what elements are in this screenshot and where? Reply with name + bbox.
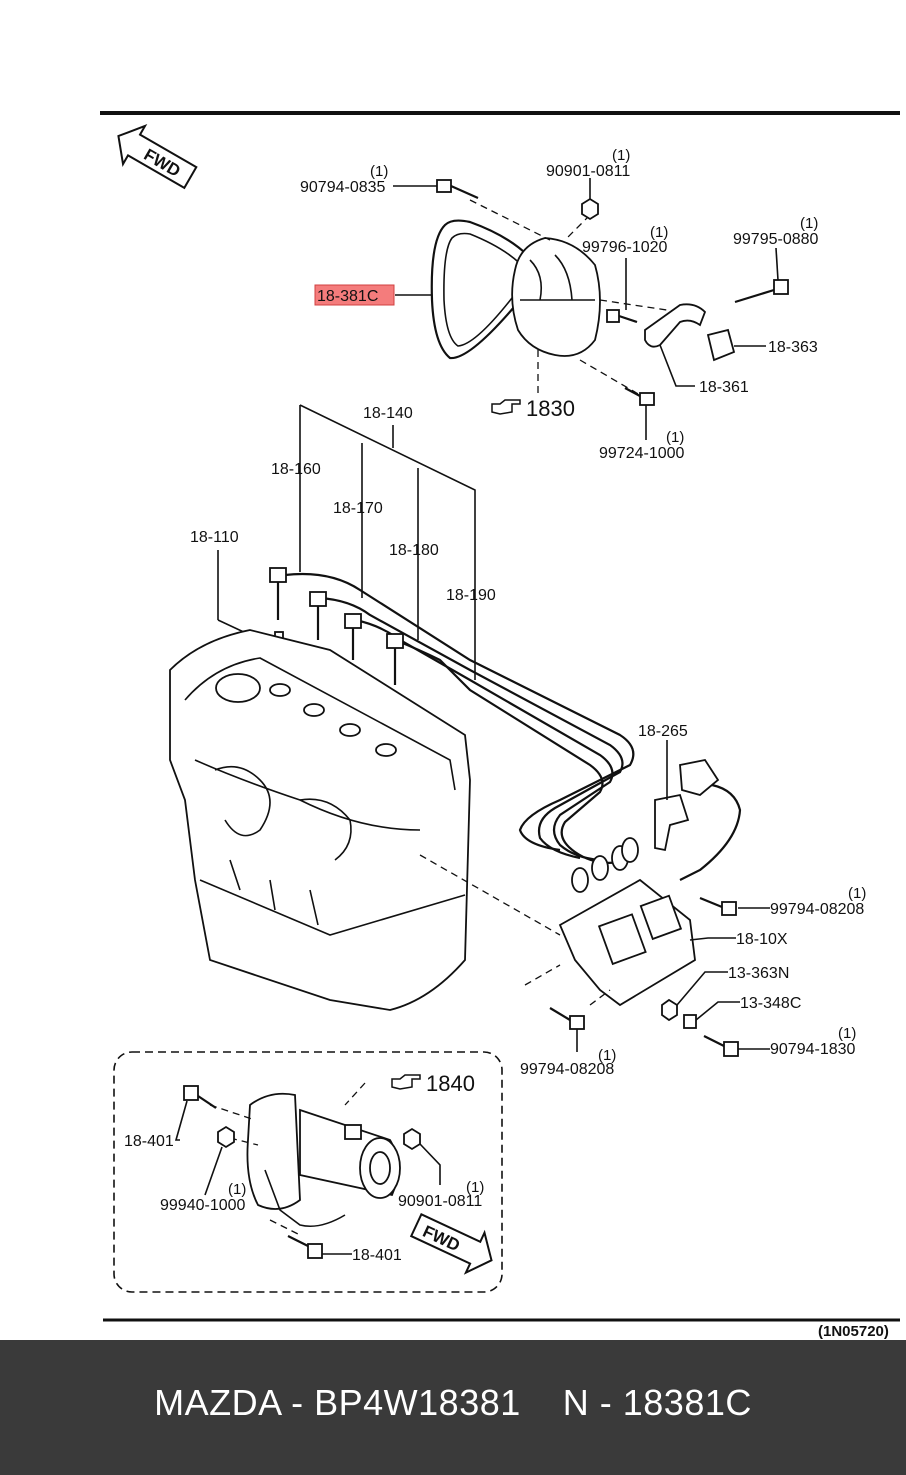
label-18-190: 18-190 — [446, 587, 496, 604]
label-18-180: 18-180 — [389, 542, 439, 559]
exploded-view-drawing: FWD (1) 9079 — [100, 111, 900, 1340]
bolt-99794-08208-bottom-icon — [549, 1007, 585, 1030]
label-18-401-top: 18-401 — [124, 1133, 174, 1150]
label-18-110: 18-110 — [190, 529, 239, 546]
label-18-140: 18-140 — [363, 405, 413, 422]
label-90901-0811-top: 90901-0811 — [546, 163, 630, 180]
qty-99794-08208-bottom: (1) — [598, 1047, 616, 1064]
block-18-363 — [706, 328, 736, 362]
qty-99940-1000: (1) — [228, 1181, 246, 1198]
pointing-hand-inset-icon — [391, 1074, 421, 1090]
bolt-99794-08208-right-icon — [699, 896, 737, 916]
bracket-18-361 — [644, 303, 707, 348]
label-99794-08208-bottom: 99794-08208 — [520, 1061, 614, 1078]
bolt-99796-1020-icon — [606, 309, 638, 324]
label-18-10X: 18-10X — [736, 931, 788, 948]
plug-boot-1 — [269, 567, 287, 620]
reference-1830: 1830 — [526, 396, 575, 421]
bolt-90794-0835-icon — [436, 179, 479, 200]
highlight-18-381C — [314, 284, 395, 306]
qty-99794-08208-right: (1) — [848, 885, 866, 902]
label-99794-08208-right: 99794-08208 — [770, 901, 864, 918]
part-number-title: MAZDA - BP4W18381 N - 18381C — [154, 1381, 752, 1423]
label-18-381C: 18-381C — [317, 288, 378, 305]
qty-99795-0880: (1) — [800, 215, 818, 232]
spacer-13-348C-icon — [683, 1014, 697, 1029]
bolt-90794-1830-icon — [703, 1035, 739, 1057]
label-90794-0835: 90794-0835 — [300, 179, 386, 196]
label-99795-0880: 99795-0880 — [733, 231, 819, 248]
qty-99724-1000: (1) — [666, 429, 684, 446]
bracket-18-265 — [654, 793, 690, 852]
starter-motor — [246, 1092, 401, 1228]
pointing-hand-icon — [491, 399, 521, 415]
plug-boot-4 — [386, 633, 404, 685]
engine-block — [169, 629, 471, 1011]
label-18-361: 18-361 — [699, 379, 749, 396]
diagram-code: (1N05720) — [818, 1323, 889, 1340]
nut-99940-1000-icon — [217, 1125, 235, 1149]
qty-90901-0811-inset: (1) — [466, 1179, 484, 1196]
footer-bar: MAZDA - BP4W18381 N - 18381C — [0, 1340, 906, 1475]
ignition-coil — [558, 837, 696, 1007]
plug-boot-3 — [344, 613, 362, 660]
connector — [679, 758, 742, 881]
bolt-99724-1000-icon — [624, 387, 655, 406]
label-13-363N: 13-363N — [728, 965, 789, 982]
parts-diagram: FWD (1) 9079 — [100, 111, 900, 1340]
bolt-18-401-bottom-icon — [287, 1235, 323, 1259]
label-18-401-bottom: 18-401 — [352, 1247, 402, 1264]
label-13-348C: 13-348C — [740, 995, 801, 1012]
nut-13-363N-icon — [661, 998, 678, 1022]
label-99940-1000: 99940-1000 — [160, 1197, 246, 1214]
label-90794-1830: 90794-1830 — [770, 1041, 856, 1058]
qty-99796-1020: (1) — [650, 224, 668, 241]
label-99724-1000: 99724-1000 — [599, 445, 685, 462]
bolt-99795-0880-icon — [734, 279, 789, 304]
bolt-18-401-top-icon — [183, 1085, 217, 1109]
label-18-170: 18-170 — [333, 500, 383, 517]
fwd-arrow-inset-icon: FWD — [409, 1213, 493, 1275]
nut-90901-0811-inset-icon — [403, 1127, 421, 1151]
starter-inset-frame — [113, 1051, 503, 1293]
drive-belt — [430, 219, 542, 360]
qty-90794-0835: (1) — [370, 163, 388, 180]
ignition-wire-bundle — [284, 572, 635, 852]
label-18-160: 18-160 — [271, 461, 321, 478]
label-18-265: 18-265 — [638, 723, 688, 740]
label-18-363: 18-363 — [768, 339, 818, 356]
qty-90794-1830: (1) — [838, 1025, 856, 1042]
label-90901-0811-inset: 90901-0811 — [398, 1193, 482, 1210]
qty-90901-0811-top: (1) — [612, 147, 630, 164]
fwd-arrow-icon: FWD — [117, 124, 198, 190]
label-99796-1020: 99796-1020 — [582, 239, 668, 256]
reference-1840: 1840 — [426, 1071, 475, 1096]
nut-90901-0811-icon — [581, 197, 599, 221]
plug-boot-2 — [309, 591, 327, 640]
